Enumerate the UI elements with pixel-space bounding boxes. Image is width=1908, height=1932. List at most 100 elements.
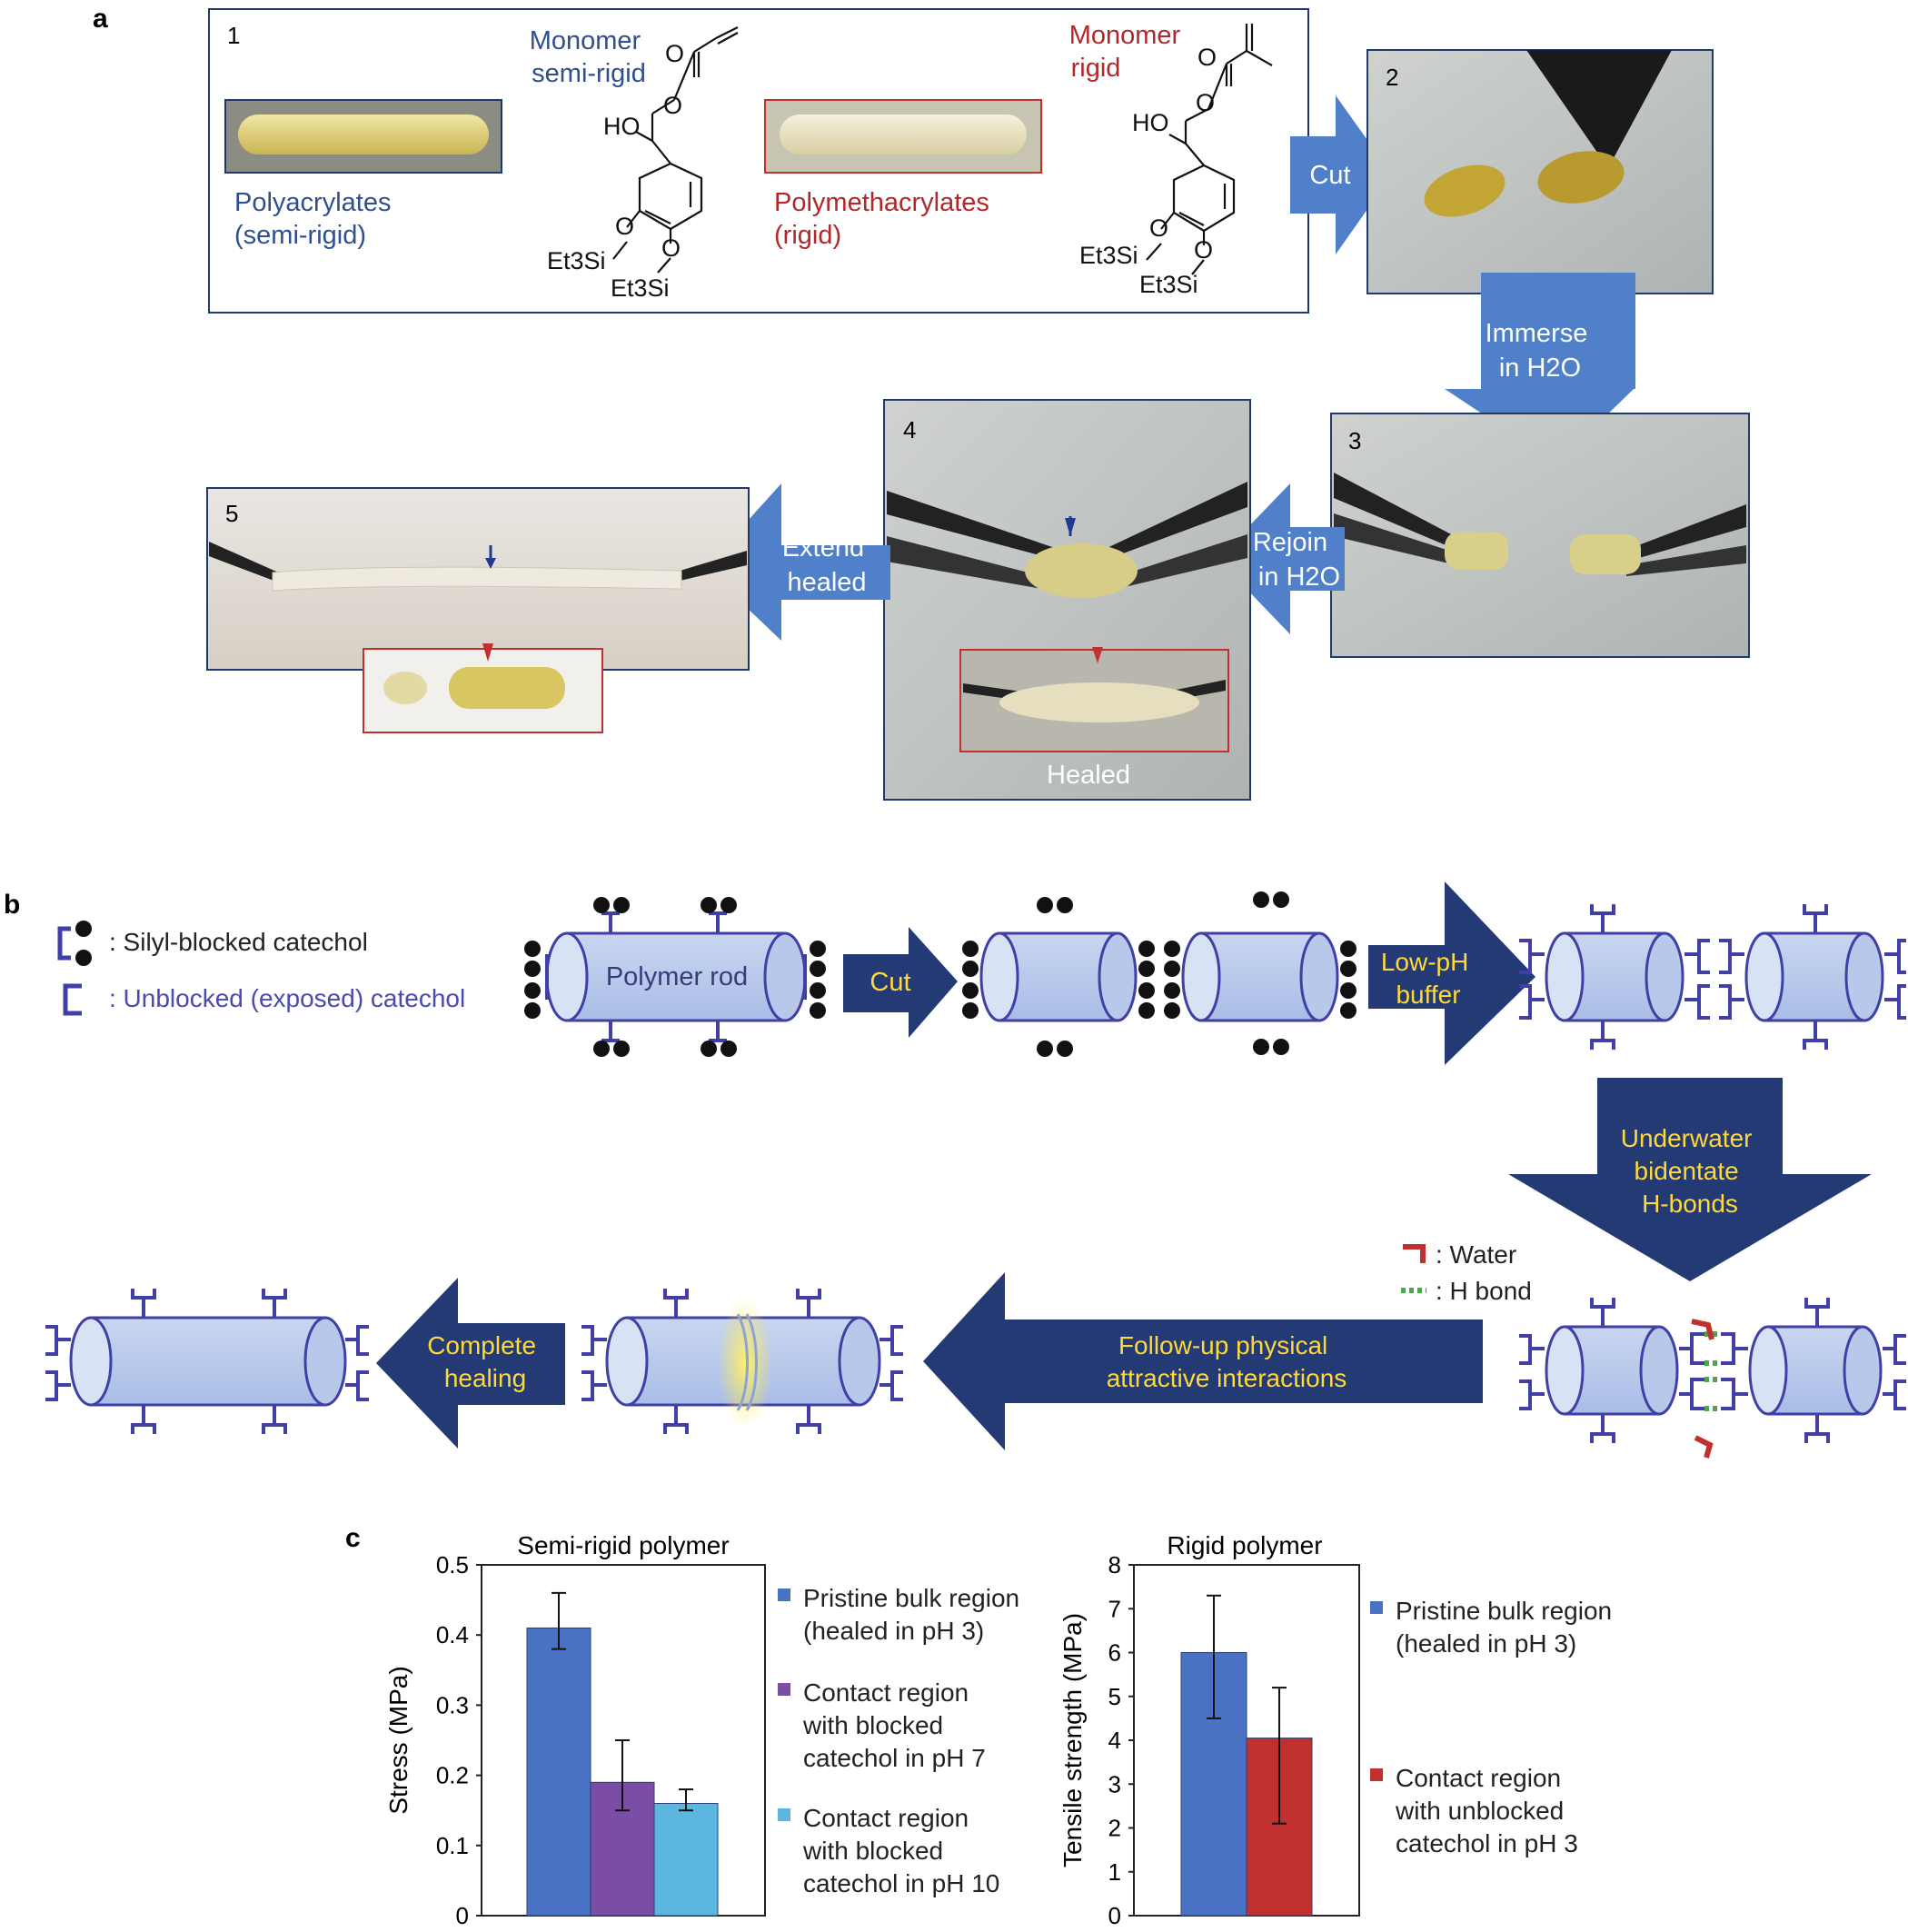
- tweezers-right-3b: [1626, 545, 1746, 576]
- y-tick-label: 0: [456, 1902, 469, 1929]
- svg-text:Et3Si: Et3Si: [1139, 271, 1198, 298]
- chart2-legend: Pristine bulk region(healed in pH 3)Cont…: [1370, 1597, 1612, 1857]
- legend-entry: (healed in pH 3): [803, 1617, 984, 1645]
- y-tick-label: 1: [1108, 1858, 1121, 1886]
- healing-glow: [718, 1298, 772, 1429]
- chart-semi-rigid: Semi-rigid polymer Stress (MPa) 00.10.20…: [384, 1531, 1019, 1929]
- arrow-rejoin-label: Rejoin in H2O: [1253, 528, 1340, 592]
- bar: [653, 1802, 719, 1917]
- legend-entry: Pristine bulk region: [1396, 1597, 1612, 1625]
- blade: [1526, 50, 1672, 168]
- arrow-extend: [705, 483, 890, 641]
- y-tick-label: 7: [1108, 1595, 1121, 1622]
- chart1-title: Semi-rigid polymer: [517, 1531, 729, 1559]
- healed-rod: [69, 1316, 347, 1407]
- tweezers-right-4b: [1101, 534, 1247, 593]
- y-tick-label: 0.3: [436, 1691, 469, 1718]
- hbond-lines: [1704, 1331, 1721, 1411]
- arrow-underwater-label: Underwater bidentate H-bonds: [1621, 1124, 1760, 1218]
- photo-4-number: 4: [903, 416, 916, 443]
- inset-5-gel: [449, 667, 565, 709]
- legend-unblocked-symbol: [63, 983, 82, 1016]
- tweezers-left-3b: [1334, 513, 1472, 569]
- piece-right: [1537, 151, 1625, 204]
- water-molecules: [1691, 1319, 1714, 1459]
- y-tick-label: 2: [1108, 1815, 1121, 1842]
- svg-text:O: O: [1149, 214, 1168, 242]
- arrow-low-ph-label: Low-pH buffer: [1381, 948, 1476, 1009]
- gel-left-3: [1445, 532, 1508, 570]
- tweezers-left-4b: [887, 536, 1063, 593]
- legend-swatch: [778, 1808, 790, 1821]
- y-tick-label: 4: [1108, 1727, 1121, 1754]
- legend-entry: with unblocked: [1395, 1797, 1564, 1825]
- y-tick-label: 6: [1108, 1639, 1121, 1667]
- gel-right-3: [1570, 534, 1641, 574]
- tweezers-right-3: [1626, 504, 1746, 562]
- arrow-cut-b-label: Cut: [870, 968, 910, 997]
- y-tick-label: 3: [1108, 1770, 1121, 1798]
- healed-caption: Healed: [1047, 761, 1130, 790]
- legend-blocked: : Silyl-blocked catechol: [109, 928, 368, 956]
- rod-1-blocking-groups: [524, 897, 826, 1057]
- panel-label-b: b: [4, 890, 20, 920]
- y-tick-label: 0.4: [436, 1621, 469, 1648]
- sample-semi-caption: Polyacrylates (semi-rigid): [234, 188, 399, 250]
- panel-label-a: a: [93, 4, 108, 34]
- arrow-cut-a: [1290, 95, 1392, 254]
- exposed-piece-right: [1744, 931, 1884, 1022]
- cut-pieces-blocking-groups: [962, 891, 1356, 1057]
- photo-3-number: 3: [1348, 427, 1361, 454]
- chart2-bars: [1180, 1594, 1313, 1917]
- y-tick-label: 0: [1108, 1902, 1121, 1929]
- legend-entry: catechol in pH 7: [803, 1744, 986, 1772]
- svg-text:O: O: [1196, 89, 1215, 116]
- monomer-semi-structure: [612, 26, 739, 274]
- healing-rod-catechols: [581, 1289, 903, 1434]
- legend-entry: with blocked: [802, 1837, 943, 1865]
- svg-text:Et3Si: Et3Si: [611, 274, 670, 302]
- arrow-extend-label: Extend healed: [782, 533, 871, 597]
- arrow-immerse-label: Immerse in H2O: [1486, 319, 1595, 383]
- hbonded-piece-right: [1748, 1325, 1883, 1416]
- arrow-cut-b: [843, 927, 958, 1038]
- legend-unblocked: : Unblocked (exposed) catechol: [109, 984, 465, 1012]
- box1-number: 1: [227, 22, 240, 49]
- svg-text:O: O: [663, 92, 682, 119]
- chart2-ylabel: Tensile strength (MPa): [1058, 1613, 1087, 1867]
- cut-piece-left: [979, 931, 1138, 1022]
- inset-4-gel: [999, 682, 1199, 722]
- arrow-cut-a-label: Cut: [1309, 161, 1350, 190]
- exposed-piece-left: [1545, 931, 1684, 1022]
- legend-swatch: [778, 1588, 790, 1601]
- healed-rod-catechols: [45, 1289, 369, 1434]
- monomer-rigid-structure: [1146, 24, 1273, 275]
- panel-label-c: c: [345, 1523, 361, 1553]
- monomer-semi-atoms: O O HO O O Et3Si Et3Si: [547, 40, 684, 302]
- arrow-mark-blue-5-head: [485, 558, 496, 569]
- chart1-ylabel: Stress (MPa): [384, 1666, 412, 1814]
- legend-swatch: [778, 1683, 790, 1696]
- stretched-strip: [272, 566, 682, 592]
- svg-text:HO: HO: [1132, 109, 1169, 136]
- svg-text:O: O: [1197, 44, 1217, 71]
- chart1-legend: Pristine bulk region(healed in pH 3)Cont…: [778, 1584, 1019, 1897]
- chart2-title: Rigid polymer: [1167, 1531, 1322, 1559]
- legend-entry: (healed in pH 3): [1396, 1629, 1576, 1658]
- monomer-rigid-title: Monomer rigid: [1069, 21, 1188, 83]
- hbonded-catechols: [1519, 1298, 1906, 1443]
- arrow-mark-red-5: [482, 643, 493, 662]
- monomer-rigid-atoms: O O HO O O Et3Si Et3Si: [1079, 44, 1217, 298]
- hbonded-piece-left: [1545, 1325, 1679, 1416]
- photo-5-number: 5: [225, 500, 238, 527]
- healing-seam: [736, 1313, 758, 1411]
- arrow-followup: [923, 1272, 1483, 1450]
- photo-2-number: 2: [1386, 64, 1398, 91]
- exposed-catechols-top: [1519, 904, 1906, 1050]
- chart-rigid: Rigid polymer Tensile strength (MPa) 0 1 2…: [1058, 1531, 1612, 1929]
- sample-rigid-gel: [780, 115, 1027, 154]
- chart1-yticks: 00.10.20.30.40.5: [436, 1551, 482, 1929]
- legend-entry: Contact region: [803, 1804, 969, 1832]
